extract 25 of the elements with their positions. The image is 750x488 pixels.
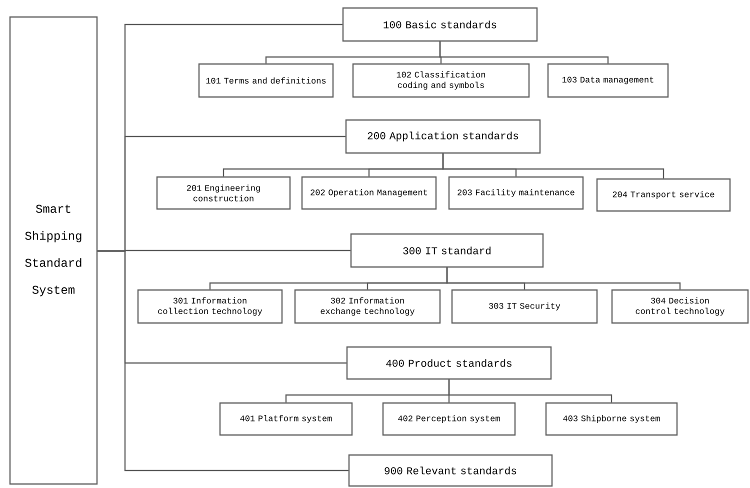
category-box: 300 IT standard (350, 233, 544, 268)
connector-line (98, 250, 348, 472)
standard-box: 304 Decision control technology (611, 289, 749, 324)
category-box: 900 Relevant standards (348, 454, 553, 487)
standard-box: 403 Shipborne system (545, 402, 678, 436)
category-box: 400 Product standards (346, 346, 552, 380)
system-box: Smart Shipping Standard System (9, 16, 98, 485)
category-box: 200 Application standards (345, 119, 541, 154)
standard-box: 302 Information exchange technology (294, 289, 441, 324)
standard-box: 303 IT Security (451, 289, 598, 324)
category-box: 100 Basic standards (342, 7, 538, 42)
standard-box: 203 Facility maintenance (448, 176, 584, 210)
standard-box: 301 Information collection technology (137, 289, 283, 324)
standard-box: 204 Transport service (596, 178, 731, 212)
standard-box: 402 Perception system (382, 402, 516, 436)
connector-line (442, 154, 664, 178)
standard-box: 102 Classification coding and symbols (352, 63, 530, 98)
connector-line (439, 42, 609, 64)
connector-line (448, 380, 612, 402)
connector-line (446, 268, 681, 290)
standard-box: 401 Platform system (219, 402, 353, 436)
standard-box: 202 Operation Management (301, 176, 437, 210)
standard-box: 103 Data management (547, 63, 669, 98)
standard-box: 101 Terms and definitions (198, 63, 334, 98)
standard-box: 201 Engineering construction (156, 176, 291, 210)
